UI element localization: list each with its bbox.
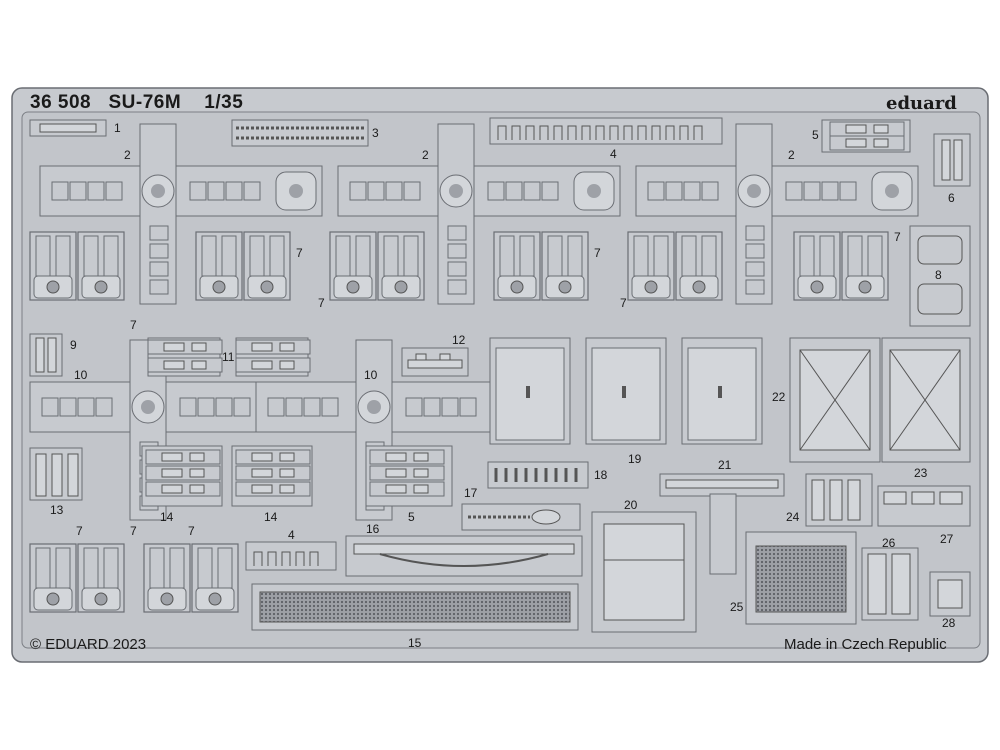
part-number-label: 14 xyxy=(160,510,174,524)
part-number-label: 22 xyxy=(772,390,786,404)
part-number-label: 4 xyxy=(610,147,617,161)
part-number-label: 8 xyxy=(935,268,942,282)
part-number-label: 16 xyxy=(366,522,380,536)
part-number-label: 24 xyxy=(786,510,800,524)
part-4-lower xyxy=(245,541,337,571)
part-24 xyxy=(805,473,873,527)
part-23 xyxy=(881,337,971,463)
part-number-label: 7 xyxy=(318,296,325,310)
part-number-label: 21 xyxy=(718,458,732,472)
part-22 xyxy=(789,337,881,463)
part-19-b xyxy=(585,337,667,445)
part-number-label: 7 xyxy=(130,524,137,538)
part-number-label: 7 xyxy=(130,318,137,332)
part-number-label: 14 xyxy=(264,510,278,524)
brand-logo: eduard xyxy=(886,93,957,114)
part-number-label: 7 xyxy=(296,246,303,260)
sheet-code: 36 508 xyxy=(30,92,92,113)
part-3 xyxy=(231,119,369,147)
part-number-label: 7 xyxy=(76,524,83,538)
part-number-label: 25 xyxy=(730,600,744,614)
part-number-label: 12 xyxy=(452,333,466,347)
part-number-label: 20 xyxy=(624,498,638,512)
part-number-label: 13 xyxy=(50,503,64,517)
part-number-label: 19 xyxy=(628,452,642,466)
part-27 xyxy=(877,485,971,527)
part-number-label: 9 xyxy=(70,338,77,352)
part-20 xyxy=(591,511,697,633)
part-number-label: 10 xyxy=(74,368,88,382)
part-12 xyxy=(401,347,469,377)
part-number-label: 5 xyxy=(408,510,415,524)
part-number-label: 1 xyxy=(114,121,121,135)
part-number-label: 5 xyxy=(812,128,819,142)
part-19-a xyxy=(489,337,571,445)
part-number-label: 2 xyxy=(422,148,429,162)
part-25 xyxy=(745,531,857,625)
part-number-label: 23 xyxy=(914,466,928,480)
part-number-label: 3 xyxy=(372,126,379,140)
part-number-label: 7 xyxy=(620,296,627,310)
part-number-label: 4 xyxy=(288,528,295,542)
part-14-and-5 xyxy=(141,445,453,507)
part-28 xyxy=(929,571,971,617)
sheet-scale: 1/35 xyxy=(204,92,244,113)
sheet-model: SU-76M xyxy=(108,92,182,113)
part-number-label: 7 xyxy=(188,524,195,538)
part-4-top xyxy=(489,117,723,145)
part-1 xyxy=(29,119,107,137)
part-number-label: 10 xyxy=(364,368,378,382)
part-15 xyxy=(251,583,579,631)
part-number-label: 26 xyxy=(882,536,896,550)
part-16 xyxy=(345,535,583,577)
part-18 xyxy=(487,461,589,489)
part-13 xyxy=(29,447,83,501)
part-9 xyxy=(29,333,63,377)
part-number-label: 2 xyxy=(788,148,795,162)
part-number-label: 7 xyxy=(894,230,901,244)
part-11 xyxy=(147,337,311,377)
part-number-label: 6 xyxy=(948,191,955,205)
part-21 xyxy=(659,473,785,575)
part-19-c xyxy=(681,337,763,445)
sheet-title: 36 508 SU-76M 1/35 xyxy=(30,92,243,114)
part-number-label: 15 xyxy=(408,636,422,650)
part-number-label: 7 xyxy=(594,246,601,260)
part-number-label: 2 xyxy=(124,148,131,162)
part-number-label: 27 xyxy=(940,532,954,546)
part-number-label: 11 xyxy=(222,350,235,364)
part-8 xyxy=(909,225,971,327)
part-5-top xyxy=(821,119,911,153)
part-number-label: 18 xyxy=(594,468,608,482)
part-number-label: 17 xyxy=(464,486,478,500)
part-26 xyxy=(861,547,919,621)
part-6 xyxy=(933,133,971,187)
made-in-text: Made in Czech Republic xyxy=(784,636,947,653)
part-number-label: 28 xyxy=(942,616,956,630)
part-17 xyxy=(461,503,581,531)
copyright-text: © EDUARD 2023 xyxy=(30,636,147,653)
